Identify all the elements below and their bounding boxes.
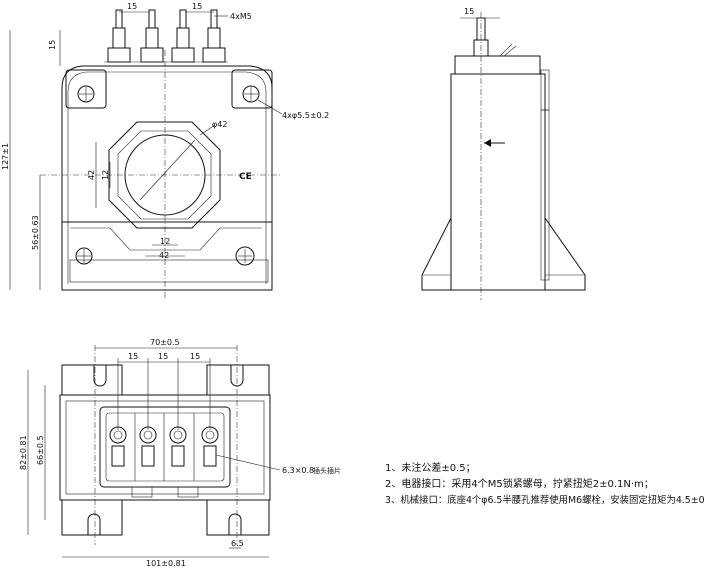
window-outer xyxy=(108,121,221,229)
terminal-block xyxy=(99,406,231,488)
terminal-studs xyxy=(104,9,228,63)
dim-mount-hole: 4xφ5.5±0.2 xyxy=(282,111,329,120)
dim-height: 127±1 xyxy=(1,143,10,170)
mount-hole-tl xyxy=(77,85,95,103)
dim-top-offset: 15 xyxy=(48,40,57,50)
dim-pitch-1: 15 xyxy=(127,2,137,11)
side-body xyxy=(450,73,546,291)
dim-hole-dia: φ42 xyxy=(212,120,227,129)
notes: 1、未注公差±0.5； 2、电器接口：采用4个M5锁紧螺母，拧紧扭矩2±0.1N… xyxy=(385,461,705,506)
dim-terminal-size: 6.3×0.8 xyxy=(282,466,314,475)
ce-mark: CE xyxy=(239,172,252,182)
front-view: CE 15 15 4xM5 15 127±1 56±0.63 42 12 12 … xyxy=(1,2,329,300)
dim-pitch-a: 15 xyxy=(128,352,138,361)
mount-hole-tr xyxy=(242,85,260,103)
side-view: 15 xyxy=(421,7,586,300)
note-2: 2、电器接口：采用4个M5锁紧螺母，拧紧扭矩2±0.1N·m； xyxy=(385,477,654,490)
mount-hole-br xyxy=(235,246,255,266)
note-3: 3、机械接口：底座4个φ6.5半腰孔推荐使用M6螺栓，安装固定扭矩为4.5±0.… xyxy=(385,494,705,506)
dim-total-width: 101±0.81 xyxy=(146,559,186,567)
dim-center-height: 56±0.63 xyxy=(31,215,40,250)
dim-pitch-c: 15 xyxy=(190,352,200,361)
dim-thread: 4xM5 xyxy=(230,12,252,21)
dim-width-holes: 70±0.5 xyxy=(150,338,180,347)
dim-depth-inner: 66±0.5 xyxy=(36,435,45,465)
dim-slot: 6.5 xyxy=(231,539,244,548)
bottom-body xyxy=(59,394,271,501)
front-base xyxy=(61,221,273,291)
dim-depth: 82±0.81 xyxy=(19,435,28,470)
terminals xyxy=(109,426,219,467)
dim-pitch-b: 15 xyxy=(158,352,168,361)
mount-hole-bl xyxy=(75,247,93,265)
bottom-view: 70±0.5 15 15 15 82±0.81 66±0.5 101±0.81 … xyxy=(19,338,341,567)
dim-side-offset: 15 xyxy=(464,7,474,16)
terminal-label: 插头插片 xyxy=(313,466,341,475)
note-1: 1、未注公差±0.5； xyxy=(385,461,476,474)
dim-window-v: 42 xyxy=(87,170,96,180)
dim-inner-h: 12 xyxy=(160,237,170,246)
dim-window-h: 42 xyxy=(159,251,169,260)
dim-inner-v: 12 xyxy=(101,170,110,180)
dim-pitch-2: 15 xyxy=(192,2,202,11)
